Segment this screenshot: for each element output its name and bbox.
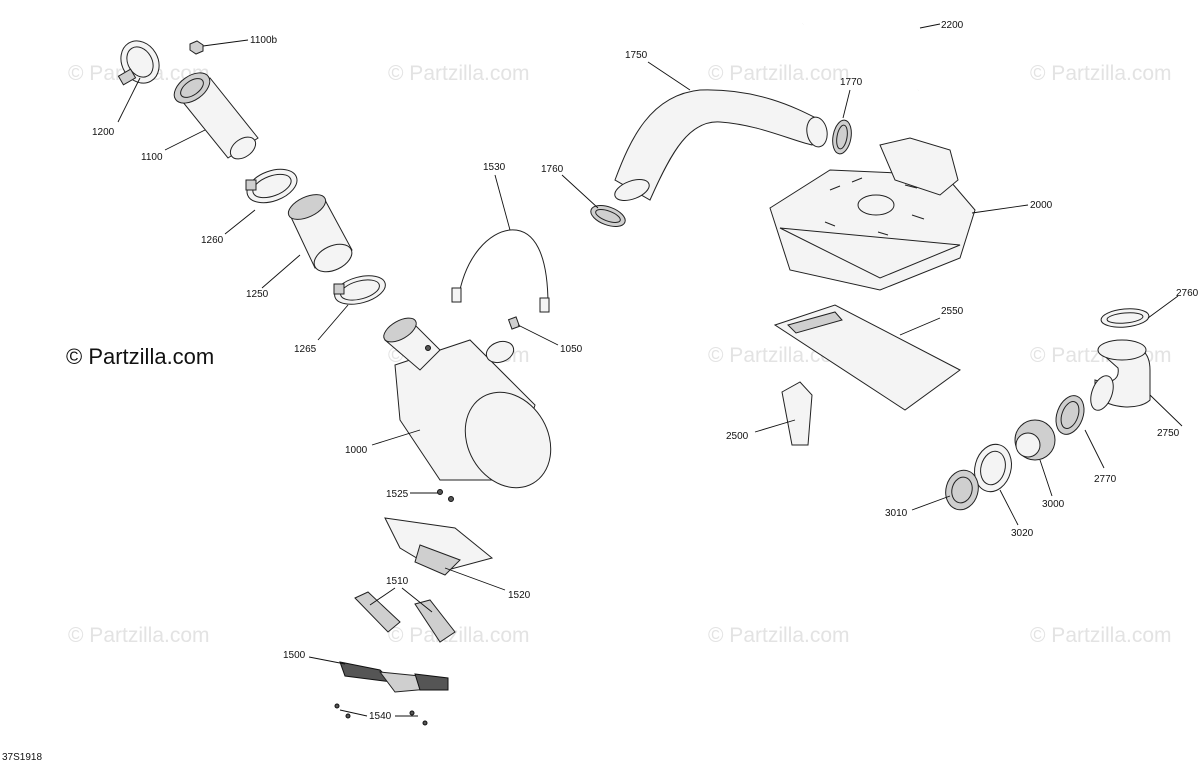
callout-1510[interactable]: 1510: [386, 576, 409, 587]
part-2550-plate[interactable]: [773, 304, 961, 411]
callout-2770[interactable]: 2770: [1094, 474, 1117, 485]
part-2750-elbow[interactable]: [1086, 339, 1151, 413]
callout-labels: 1100b 1200 1100 1260 1250 1265 1530 1050…: [92, 20, 1199, 722]
part-1760-clamp[interactable]: [588, 201, 628, 230]
callout-1250[interactable]: 1250: [246, 289, 269, 300]
part-3010-nut[interactable]: [941, 467, 982, 514]
watermark: © Partzilla.com: [388, 624, 530, 647]
part-1100b-nut[interactable]: [189, 40, 204, 55]
part-1770-clamp[interactable]: [830, 119, 854, 156]
callout-1050[interactable]: 1050: [560, 344, 583, 355]
part-2760-clamp[interactable]: [1100, 307, 1150, 329]
part-1100-pipe[interactable]: [169, 67, 260, 164]
part-1050-fitting[interactable]: [507, 316, 521, 330]
callout-3010[interactable]: 3010: [885, 508, 908, 519]
callout-1530[interactable]: 1530: [483, 162, 506, 173]
callout-1500[interactable]: 1500: [283, 650, 306, 661]
part-3020-gasket[interactable]: [969, 440, 1016, 496]
callout-2200[interactable]: 2200: [941, 20, 964, 31]
brand-watermark: © Partzilla.com: [66, 344, 214, 369]
part-1000-muffler[interactable]: [380, 313, 568, 503]
callout-2760[interactable]: 2760: [1176, 288, 1199, 299]
part-1540-fasteners[interactable]: [334, 703, 428, 726]
leader-lines: [117, 23, 1183, 717]
drawing-code: 37S1918: [2, 752, 42, 763]
callout-2500[interactable]: 2500: [726, 431, 749, 442]
watermark-layer: © Partzilla.com © Partzilla.com © Partzi…: [68, 62, 1172, 647]
part-1200-clamp[interactable]: [113, 34, 166, 90]
watermark: © Partzilla.com: [68, 624, 210, 647]
part-2000-silencer[interactable]: [769, 137, 976, 291]
watermark: © Partzilla.com: [708, 624, 850, 647]
callout-1000[interactable]: 1000: [345, 445, 368, 456]
callout-1540[interactable]: 1540: [369, 711, 392, 722]
callout-2750[interactable]: 2750: [1157, 428, 1180, 439]
callout-1760[interactable]: 1760: [541, 164, 564, 175]
callout-1520[interactable]: 1520: [508, 590, 531, 601]
callout-1265[interactable]: 1265: [294, 344, 317, 355]
watermark: © Partzilla.com: [708, 62, 850, 85]
part-1525-screws[interactable]: [437, 489, 454, 502]
callout-3020[interactable]: 3020: [1011, 528, 1034, 539]
part-1260-clamp[interactable]: [242, 163, 301, 209]
part-2770-clamp[interactable]: [1051, 392, 1089, 438]
part-1500-plate[interactable]: [339, 661, 449, 693]
watermark: © Partzilla.com: [1030, 62, 1172, 85]
callout-2550[interactable]: 2550: [941, 306, 964, 317]
part-1250-sleeve[interactable]: [285, 189, 357, 277]
callout-1100[interactable]: 1100: [141, 152, 163, 163]
part-3000-adapter[interactable]: [1014, 419, 1056, 461]
callout-1200[interactable]: 1200: [92, 127, 115, 138]
part-1510-brackets[interactable]: [354, 591, 456, 643]
part-1530-strap[interactable]: [451, 229, 550, 313]
callout-2000[interactable]: 2000: [1030, 200, 1053, 211]
callout-3000[interactable]: 3000: [1042, 499, 1065, 510]
part-2200-strap[interactable]: [802, 19, 922, 91]
callout-1100b[interactable]: 1100b: [250, 35, 278, 46]
part-1750-duct[interactable]: [612, 89, 829, 205]
part-1520-heat-shield[interactable]: [384, 517, 494, 576]
part-1265-clamp[interactable]: [332, 271, 389, 310]
watermark: © Partzilla.com: [388, 62, 530, 85]
part-2500-bracket[interactable]: [781, 381, 813, 446]
callout-1260[interactable]: 1260: [201, 235, 224, 246]
callout-1750[interactable]: 1750: [625, 50, 648, 61]
callout-1525[interactable]: 1525: [386, 489, 409, 500]
callout-1770[interactable]: 1770: [840, 77, 863, 88]
watermark: © Partzilla.com: [1030, 624, 1172, 647]
